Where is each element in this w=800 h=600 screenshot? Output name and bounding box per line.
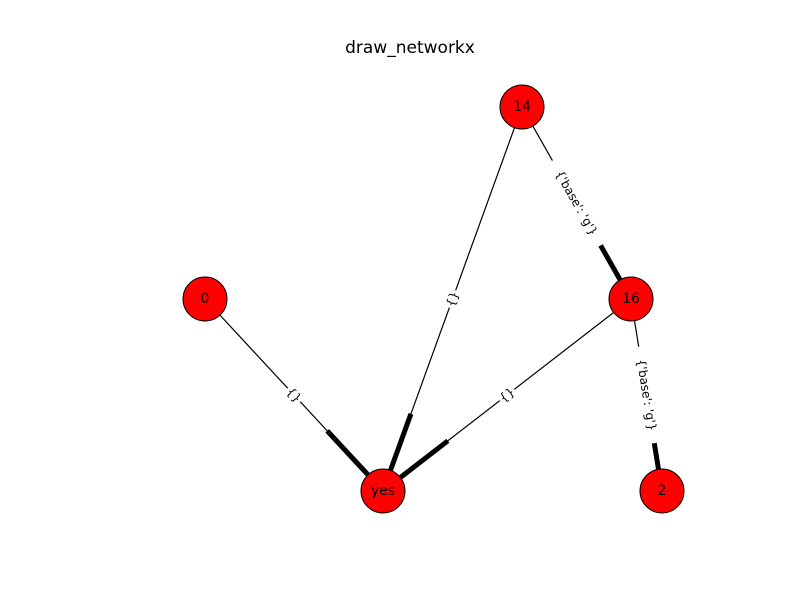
edge-label: {'base': 'g'} [634, 358, 659, 432]
edge-arrow-0-yes [325, 429, 370, 477]
node-14 [499, 84, 545, 130]
edge-label-background [630, 345, 663, 445]
edge-label-group: {} [494, 383, 520, 407]
chart-title: draw_networkx [345, 38, 475, 58]
node-label-2: 2 [658, 483, 667, 499]
edge-label: {} [497, 385, 518, 405]
edge-label-group: {'base': 'g'} [630, 345, 663, 445]
edge-label-background [494, 383, 520, 407]
node-label-14: 14 [513, 99, 531, 115]
edge-label: {'base': 'g'} [553, 168, 601, 238]
node-0 [182, 276, 228, 322]
node-layer: 0 14 16 yes 2 [182, 84, 685, 514]
edge-label-group: {} [281, 382, 307, 408]
node-16 [608, 276, 654, 322]
edge-label-group: {} [441, 287, 464, 311]
node-label-0: 0 [201, 291, 210, 307]
edge-label: {} [443, 289, 461, 308]
node-label-yes: yes [371, 483, 395, 499]
edge-arrow-16-yes [398, 438, 450, 480]
edge-layer [219, 125, 661, 480]
edge-label-layer: {} {} {} {'base': 'g'} {'base': 'g'} [281, 156, 663, 445]
edge-label-background [441, 287, 464, 311]
node-label-16: 16 [622, 291, 640, 307]
node-2 [639, 468, 685, 514]
edge-label-background [281, 382, 307, 408]
edge-label-background [545, 156, 608, 250]
node-yes [360, 468, 406, 514]
edge-label-group: {'base': 'g'} [545, 156, 608, 250]
edge-arrow-14-yes [388, 413, 414, 472]
